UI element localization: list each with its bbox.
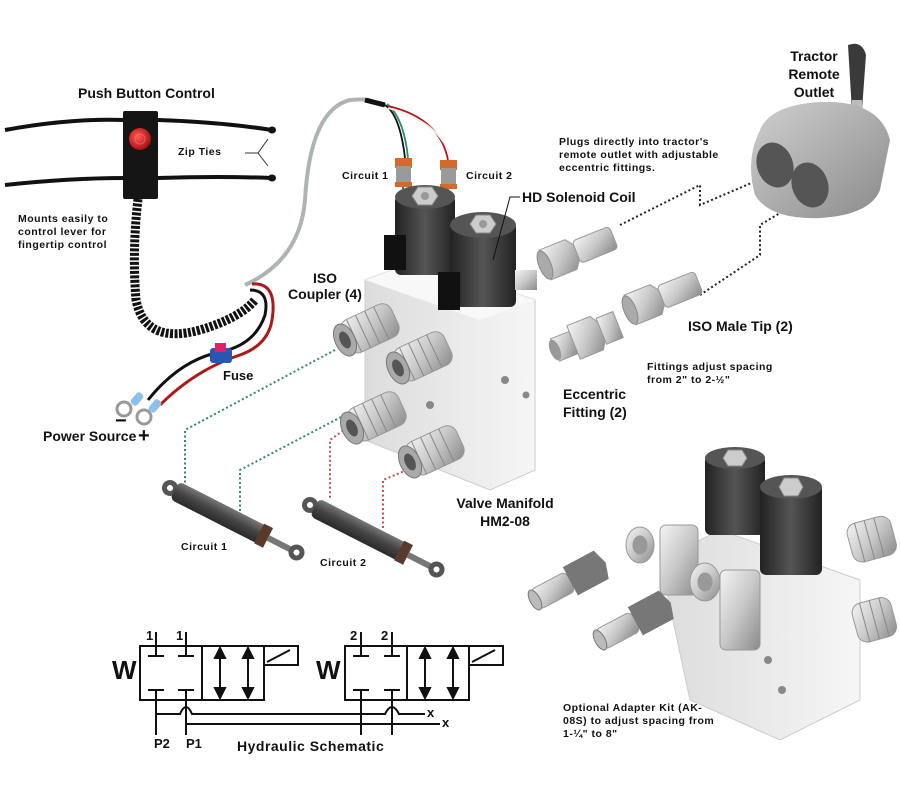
schematic-line-p2 [156, 706, 425, 715]
gray-cable [244, 97, 377, 287]
label-fuse: Fuse [223, 368, 254, 383]
terminal-negative-sign: − [115, 410, 127, 432]
fuse-icon [210, 343, 232, 363]
cylinder-circuit-1 [162, 480, 305, 561]
coiled-cable [129, 198, 259, 339]
label-hd-solenoid-coil: HD Solenoid Coil [522, 189, 636, 205]
label-iso-coupler-line-2: Coupler (4) [288, 286, 362, 302]
label-eccentric-fitting: Eccentric Fitting (2) [563, 385, 627, 421]
schematic-valve-1-symbol: W [112, 655, 137, 685]
schematic-terminal-2: x [442, 715, 450, 730]
red-push-button [129, 128, 151, 150]
label-adapter-kit-note: Optional Adapter Kit (AK-08S) to adjust … [563, 702, 715, 740]
label-mounts-note: Mounts easily to control lever for finge… [18, 213, 109, 251]
label-tractor-remote-outlet: Tractor Remote Outlet [784, 47, 844, 101]
cylinder-circuit-2 [302, 497, 445, 578]
schematic-valve-1-port-b: 1 [176, 628, 184, 643]
label-iso-coupler: ISO Coupler (4) [284, 270, 366, 302]
zip-ties-leader [245, 138, 269, 167]
black-wire [146, 288, 268, 401]
label-connector-circuit-1: Circuit 1 [342, 170, 389, 182]
iso-male-tip-upper [536, 226, 618, 281]
schematic-valve-2-symbol: W [316, 655, 341, 685]
iso-coupler [332, 303, 465, 479]
adapter-male-tip-2 [592, 590, 674, 651]
connector-circuit-1 [395, 158, 412, 187]
label-zip-ties: Zip Ties [178, 146, 222, 158]
label-eccentric-line-1: Eccentric [563, 386, 627, 402]
schematic-valve-1-port-a: 1 [146, 628, 154, 643]
eccentric-fitting [548, 310, 624, 362]
red-wire [158, 282, 275, 407]
label-tractor-line-2: Remote [788, 66, 840, 82]
label-cylinder-circuit-1: Circuit 1 [181, 541, 228, 553]
tractor-remote-outlet [751, 43, 890, 219]
solenoid-coil-1 [384, 185, 455, 275]
label-plugs-note: Plugs directly into tractor's remote out… [559, 136, 719, 174]
label-valve-manifold-line-2: HM2-08 [480, 513, 530, 529]
connector-circuit-2 [440, 160, 457, 189]
label-power-source: Power Source [43, 428, 137, 444]
adapter-coil-2 [760, 475, 822, 575]
iso-male-tip-lower [621, 271, 703, 326]
label-valve-manifold-line-1: Valve Manifold [456, 495, 554, 511]
adapter-coil-1 [705, 447, 765, 535]
label-valve-manifold: Valve Manifold HM2-08 [445, 494, 565, 530]
schematic-terminal-1: x [427, 705, 435, 720]
adapter-kit-assembly [527, 447, 898, 741]
label-push-button-control: Push Button Control [78, 85, 215, 101]
label-connector-circuit-2: Circuit 2 [466, 170, 513, 182]
label-iso-coupler-line-1: ISO [312, 270, 338, 286]
control-box [123, 111, 158, 199]
label-tractor-line-1: Tractor [790, 48, 838, 64]
valve-manifold-hm2-08 [332, 185, 537, 491]
terminal-positive-sign: + [138, 425, 150, 447]
schematic-valve-2 [344, 632, 504, 735]
schematic-valve-1 [139, 632, 299, 735]
hydraulic-schematic [139, 632, 504, 735]
schematic-valve-2-port-a: 2 [350, 628, 358, 643]
label-cylinder-circuit-2: Circuit 2 [320, 557, 367, 569]
zip-tie-lower [4, 175, 273, 187]
schematic-port-p1: P1 [186, 736, 202, 751]
ring-terminal-negative [115, 392, 144, 418]
label-eccentric-line-2: Fitting (2) [563, 404, 627, 420]
hd-solenoid-leader [492, 196, 520, 261]
label-iso-male-tip: ISO Male Tip (2) [688, 318, 793, 334]
ring-terminal-positive [135, 399, 162, 426]
adapter-male-tip-1 [527, 550, 609, 611]
schematic-title: Hydraulic Schematic [237, 738, 385, 754]
label-tractor-line-3: Outlet [793, 84, 835, 100]
push-button-control [4, 97, 457, 426]
zip-tie-upper [4, 117, 273, 132]
label-fittings-note: Fittings adjust spacing from 2" to 2-½" [647, 361, 773, 386]
solenoid-coil-2 [438, 212, 516, 310]
schematic-valve-2-port-b: 2 [381, 628, 389, 643]
schematic-port-p2: P2 [154, 736, 170, 751]
